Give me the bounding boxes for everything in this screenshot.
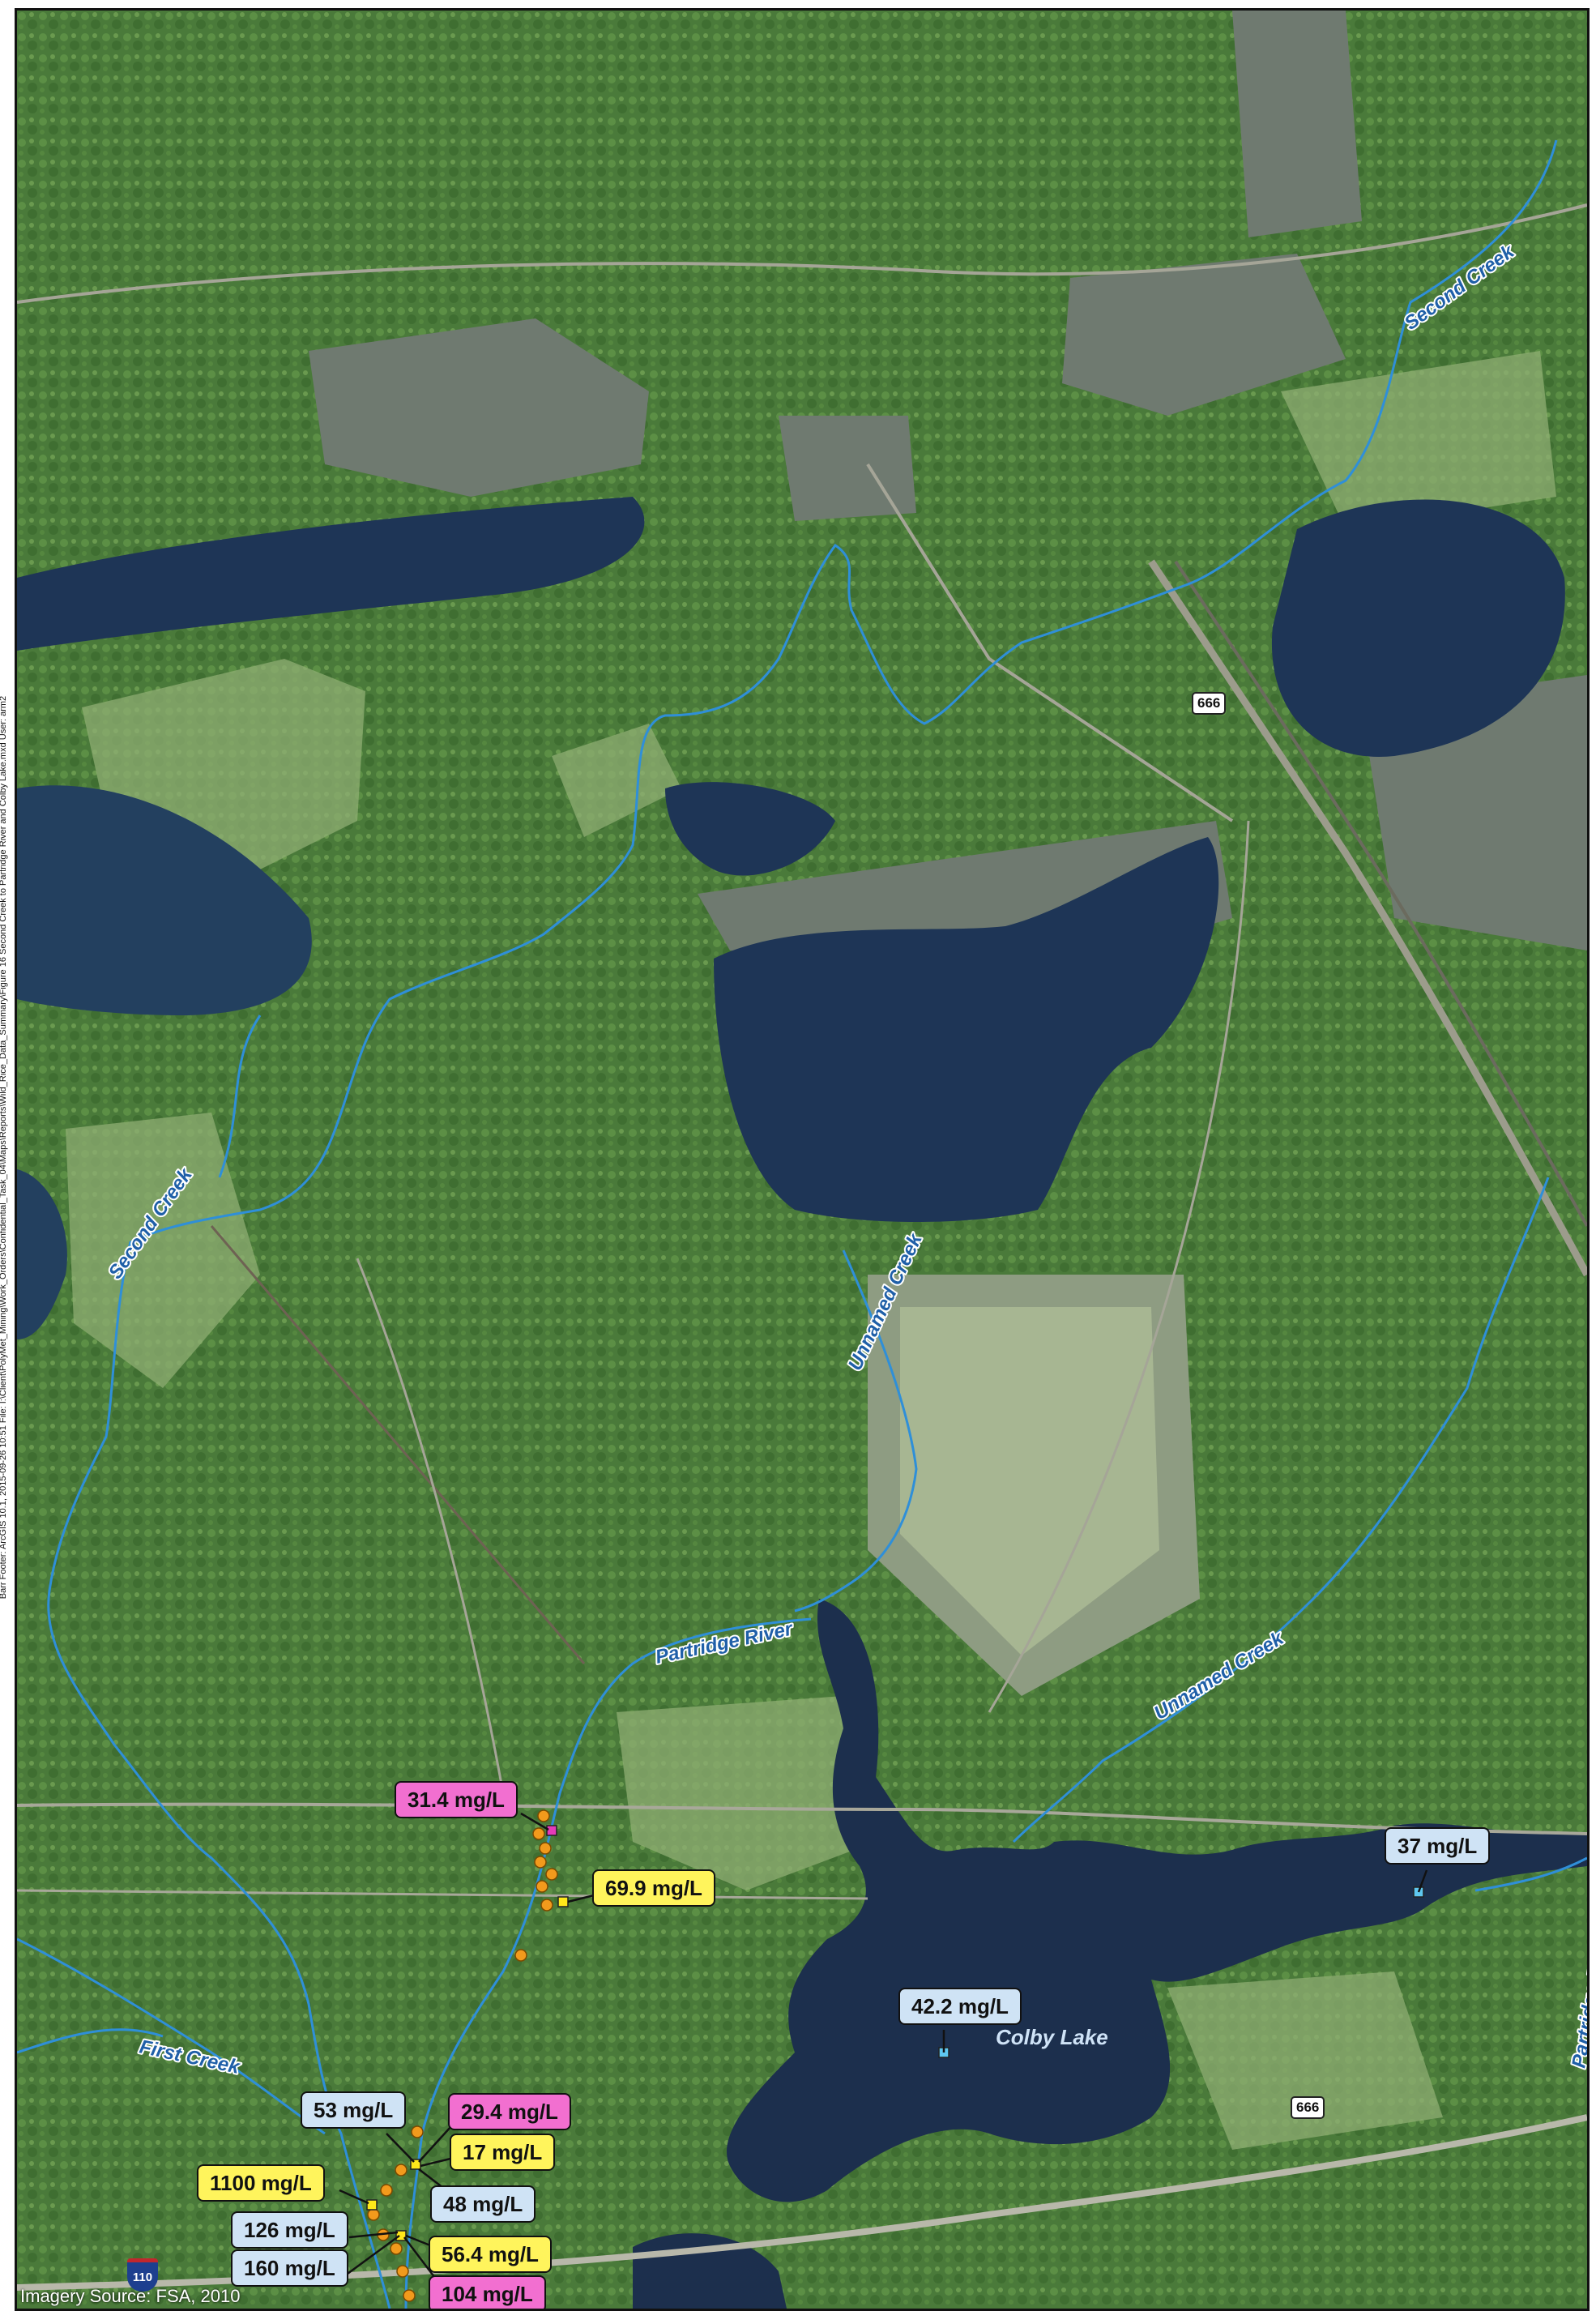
- sample-point[interactable]: [514, 1949, 527, 1962]
- sample-label-29-4[interactable]: 29.4 mg/L: [448, 2093, 571, 2130]
- sample-site-31-4[interactable]: [546, 1825, 557, 1836]
- sample-point[interactable]: [545, 1868, 558, 1881]
- sample-point[interactable]: [403, 2289, 416, 2302]
- sample-point[interactable]: [539, 1842, 552, 1855]
- aerial-map: Second Creek Second Creek Unnamed Creek …: [17, 11, 1587, 2309]
- sample-label-37[interactable]: 37 mg/L: [1385, 1827, 1491, 1865]
- mine-areas: [309, 11, 1587, 967]
- imagery-source-credit: Imagery Source: FSA, 2010: [20, 2286, 241, 2306]
- colby-lake-label: Colby Lake: [996, 2025, 1108, 2049]
- tailings-basin: [868, 1275, 1200, 1696]
- leader-lines: [339, 1812, 1428, 2288]
- sample-label-56-4[interactable]: 56.4 mg/L: [429, 2236, 552, 2273]
- map-frame: Second Creek Second Creek Unnamed Creek …: [15, 8, 1590, 2311]
- interstate-110-shield: 110: [127, 2258, 158, 2292]
- sample-label-160[interactable]: 160 mg/L: [231, 2249, 348, 2287]
- sample-label-48[interactable]: 48 mg/L: [430, 2185, 536, 2223]
- sample-point[interactable]: [537, 1809, 550, 1822]
- sample-point[interactable]: [411, 2125, 424, 2138]
- sample-point[interactable]: [536, 1880, 548, 1893]
- file-path-footer: Barr Footer: ArcGIS 10.1, 2015-09-26 10:…: [0, 695, 8, 1600]
- sample-site-1100[interactable]: [366, 2199, 378, 2211]
- sample-label-53[interactable]: 53 mg/L: [301, 2091, 407, 2129]
- county-road-666-shield: 666: [1192, 692, 1227, 715]
- sample-point[interactable]: [532, 1827, 545, 1840]
- sample-point[interactable]: [540, 1899, 553, 1912]
- sample-point[interactable]: [380, 2184, 393, 2197]
- sample-point[interactable]: [390, 2242, 403, 2255]
- sample-label-31-4[interactable]: 31.4 mg/L: [395, 1781, 518, 1818]
- sample-label-104[interactable]: 104 mg/L: [429, 2275, 546, 2309]
- sample-label-1100[interactable]: 1100 mg/L: [197, 2164, 325, 2202]
- sample-label-42-2[interactable]: 42.2 mg/L: [898, 1988, 1022, 2025]
- sample-point[interactable]: [395, 2164, 408, 2176]
- county-road-666-shield-south: 666: [1291, 2096, 1325, 2119]
- sample-site-69-9[interactable]: [557, 1896, 569, 1907]
- sample-label-69-9[interactable]: 69.9 mg/L: [592, 1869, 715, 1907]
- sample-point[interactable]: [367, 2208, 380, 2221]
- sample-point[interactable]: [396, 2265, 409, 2278]
- sample-point[interactable]: [534, 1856, 547, 1869]
- sample-label-126[interactable]: 126 mg/L: [231, 2211, 348, 2249]
- clearings: [66, 351, 1556, 2150]
- sample-label-17[interactable]: 17 mg/L: [450, 2134, 556, 2171]
